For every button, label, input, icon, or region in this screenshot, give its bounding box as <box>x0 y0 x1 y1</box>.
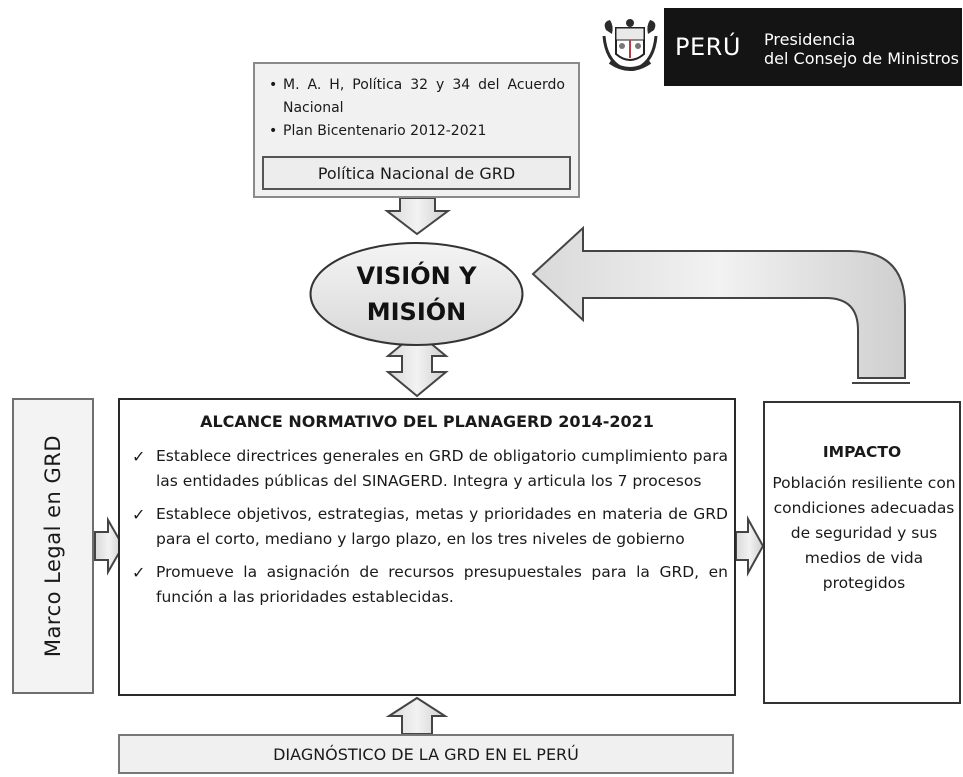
vision-ellipse <box>309 242 524 346</box>
header-logo: PERÚ Presidencia del Consejo de Ministro… <box>600 8 962 86</box>
national-policy-label: Política Nacional de GRD <box>262 156 571 190</box>
check-icon: ✓ <box>132 563 146 582</box>
vision-line2: MISIÓN <box>366 298 467 326</box>
check-icon: ✓ <box>132 505 146 524</box>
scope-item-text: Establece objetivos, estrategias, metas … <box>156 505 728 548</box>
legal-frame-label: Marco Legal en GRD <box>41 434 65 658</box>
arrow-vision-scope-double <box>385 330 449 398</box>
arrow-scope-to-impact <box>735 515 765 577</box>
vision-line1: VISIÓN Y <box>356 262 477 290</box>
scope-item: ✓ Promueve la asignación de recursos pre… <box>132 560 728 610</box>
scope-list: ✓ Establece directrices generales en GRD… <box>132 444 728 618</box>
diagnosis-box: DIAGNÓSTICO DE LA GRD EN EL PERÚ <box>118 734 734 774</box>
scope-box: ALCANCE NORMATIVO DEL PLANAGERD 2014-202… <box>118 398 736 696</box>
institution-line1: Presidencia <box>764 30 856 49</box>
check-icon: ✓ <box>132 447 146 466</box>
sources-box: M. A. H, Política 32 y 34 del Acuerdo Na… <box>253 62 580 198</box>
country-label: PERÚ <box>664 8 752 86</box>
arrow-legal-to-scope <box>94 516 125 576</box>
coat-of-arms-icon <box>602 19 658 71</box>
impact-title: IMPACTO <box>822 443 902 461</box>
arrow-diagnosis-to-scope <box>385 696 449 735</box>
impact-text: Población resiliente con condiciones ade… <box>772 474 956 592</box>
scope-item: ✓ Establece objetivos, estrategias, meta… <box>132 502 728 552</box>
source-item: M. A. H, Política 32 y 34 del Acuerdo Na… <box>269 74 565 120</box>
arrow-policy-to-vision <box>384 197 452 236</box>
source-item: Plan Bicentenario 2012-2021 <box>269 120 565 143</box>
impact-box: IMPACTO Población resiliente con condici… <box>763 401 961 704</box>
vision-mission-node: VISIÓN Y MISIÓN <box>308 240 525 348</box>
scope-item-text: Promueve la asignación de recursos presu… <box>156 563 728 606</box>
scope-item-text: Establece directrices generales en GRD d… <box>156 447 728 490</box>
arrow-impact-feedback <box>531 225 906 379</box>
scope-item: ✓ Establece directrices generales en GRD… <box>132 444 728 494</box>
institution-label: Presidencia del Consejo de Ministros <box>752 8 962 86</box>
sources-list: M. A. H, Política 32 y 34 del Acuerdo Na… <box>269 74 565 143</box>
legal-frame-box: Marco Legal en GRD <box>12 398 94 694</box>
scope-title: ALCANCE NORMATIVO DEL PLANAGERD 2014-202… <box>200 412 654 431</box>
institution-line2: del Consejo de Ministros <box>764 49 960 68</box>
vision-mission-label: VISIÓN Y MISIÓN <box>308 240 525 348</box>
